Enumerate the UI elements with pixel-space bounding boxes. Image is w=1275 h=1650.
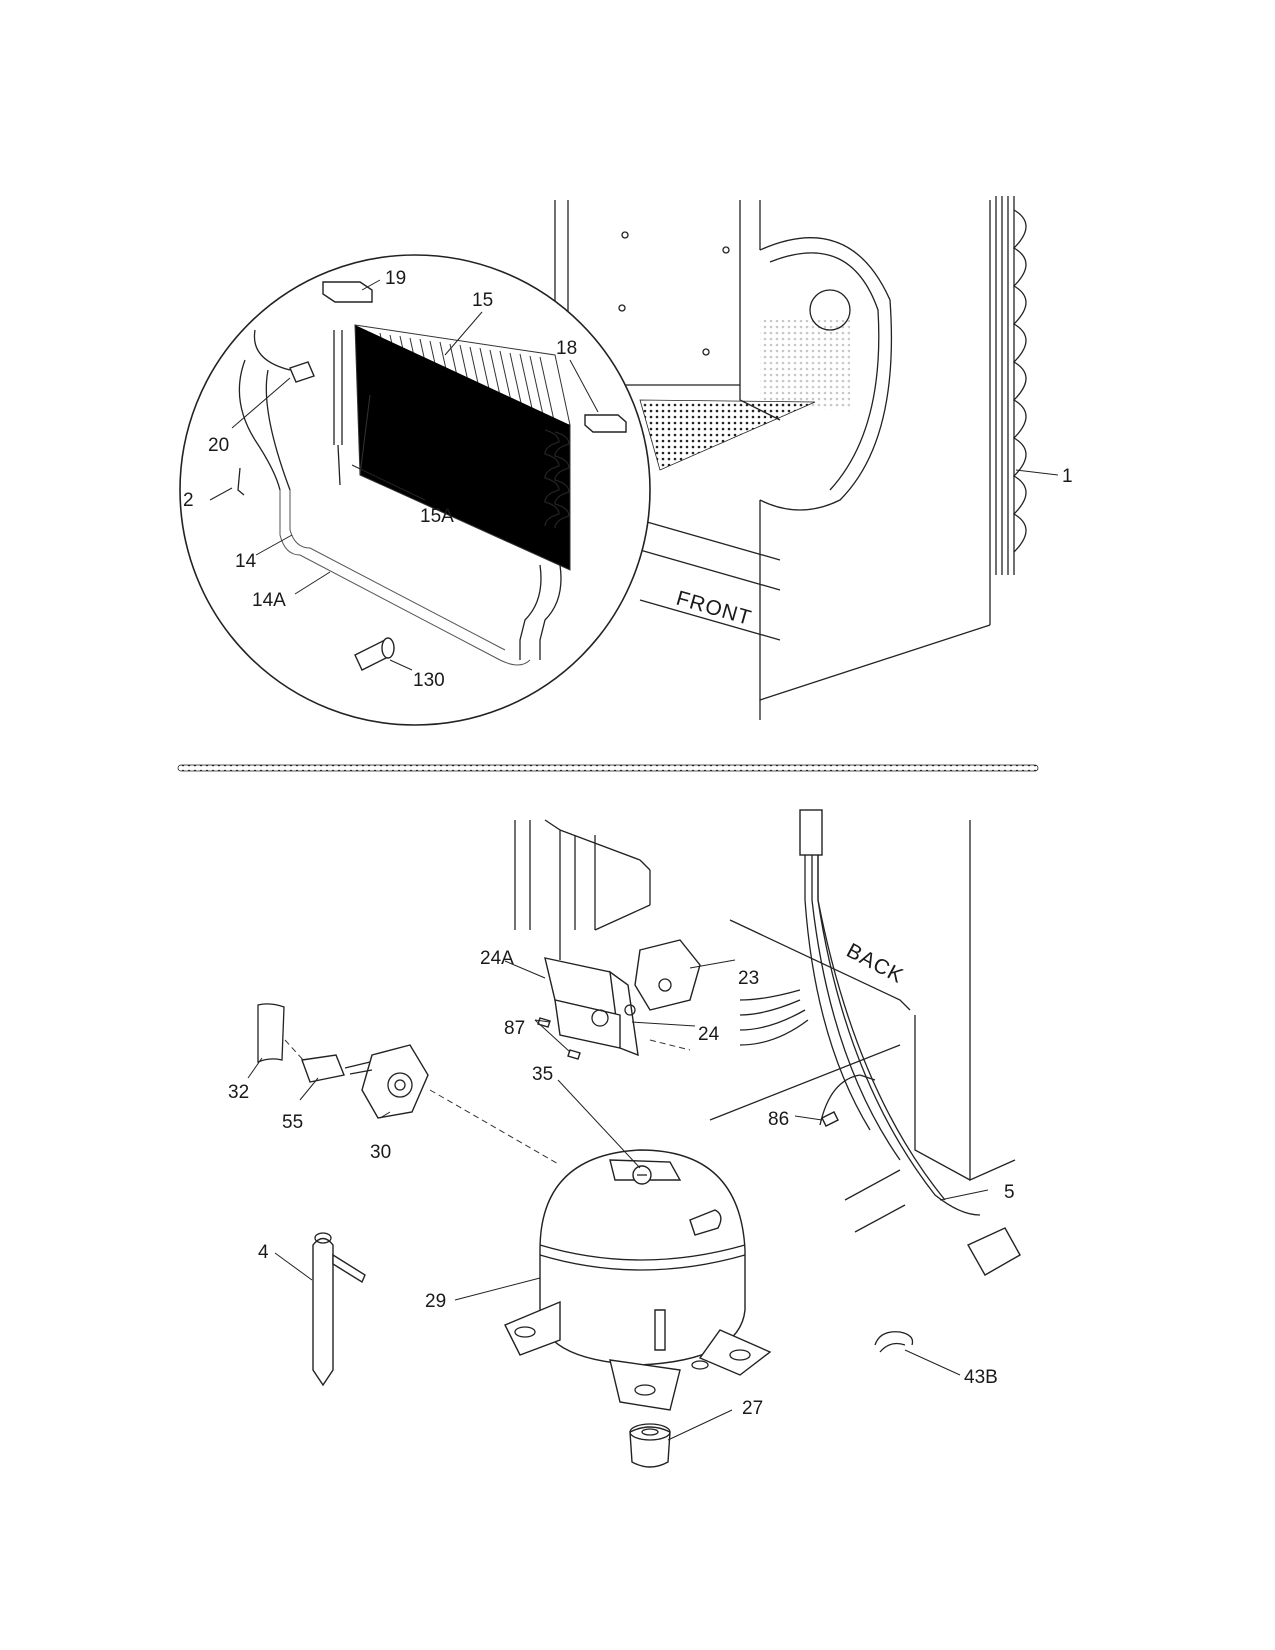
grommet	[629, 1423, 671, 1468]
front-label: FRONT	[674, 587, 755, 630]
callout-130: 130	[413, 670, 445, 691]
callout-14a: 14A	[252, 590, 286, 611]
evaporator-detail	[237, 281, 627, 671]
callout-87: 87	[504, 1018, 525, 1039]
callout-15a: 15A	[420, 506, 454, 527]
callout-23: 23	[738, 968, 759, 989]
callout-30: 30	[370, 1142, 391, 1163]
relay-overload-parts	[257, 1003, 429, 1119]
back-label: BACK	[843, 939, 908, 988]
callout-24a: 24A	[480, 948, 514, 969]
top-leaders	[209, 279, 1059, 671]
compressor	[504, 1149, 772, 1411]
callout-19: 19	[385, 268, 406, 289]
callout-55: 55	[282, 1112, 303, 1133]
section-divider	[177, 764, 1039, 772]
callout-1: 1	[1062, 466, 1073, 487]
relay-bracket-assembly	[537, 939, 701, 1060]
filter-drier	[312, 1232, 366, 1387]
projection-cone	[639, 399, 816, 471]
callout-86: 86	[768, 1109, 789, 1130]
callout-15: 15	[472, 290, 493, 311]
bottom-leaders	[247, 959, 989, 1441]
callout-24: 24	[698, 1024, 720, 1045]
callout-27: 27	[742, 1398, 763, 1419]
callout-14: 14	[235, 551, 257, 572]
callout-2: 2	[183, 490, 194, 511]
condenser-coil	[995, 196, 1027, 575]
callout-20: 20	[208, 435, 229, 456]
callout-43b: 43B	[964, 1367, 998, 1388]
callout-4: 4	[258, 1242, 269, 1263]
callout-5: 5	[1004, 1182, 1015, 1203]
callout-18: 18	[556, 338, 577, 359]
callout-32: 32	[228, 1082, 249, 1103]
callout-29: 29	[425, 1291, 446, 1312]
callout-35: 35	[532, 1064, 553, 1085]
